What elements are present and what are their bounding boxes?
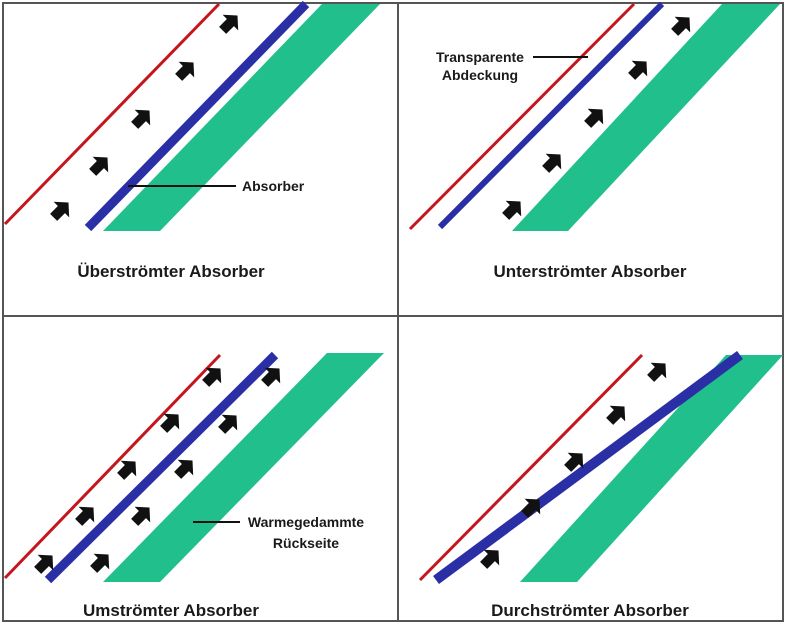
panel-through-flow: Durchströmter Absorber [418,350,783,620]
transparent-cover [418,353,644,582]
insulation-block [512,4,780,231]
insulation-block [103,353,384,582]
panel-underflow: Transparente Abdeckung Unterströmter Abs… [408,1,780,281]
insulation-block [520,355,783,582]
absorber-label: Absorber [242,178,305,194]
transparent-cover [3,353,222,580]
absorber-plate [44,351,279,584]
insulation-label-line2: Rückseite [273,535,339,551]
panel-caption: Durchströmter Absorber [491,601,689,620]
insulation-label-line1: Warmegedammte [248,514,364,530]
absorber-plate [433,350,743,585]
panel-caption: Umströmter Absorber [83,601,259,620]
absorber-plate [437,1,665,230]
cover-label-line2: Abdeckung [442,67,518,83]
cover-label-line1: Transparente [436,49,524,65]
absorber-plate [84,0,310,232]
transparent-cover [3,2,221,226]
transparent-cover [408,2,636,231]
panel-around-flow: Warmegedammte Rückseite Umströmter Absor… [3,351,384,620]
panel-caption: Überströmter Absorber [77,262,265,281]
panel-overflow: Absorber Überströmter Absorber [3,0,380,281]
panel-caption: Unterströmter Absorber [493,262,686,281]
insulation-block [103,4,380,231]
